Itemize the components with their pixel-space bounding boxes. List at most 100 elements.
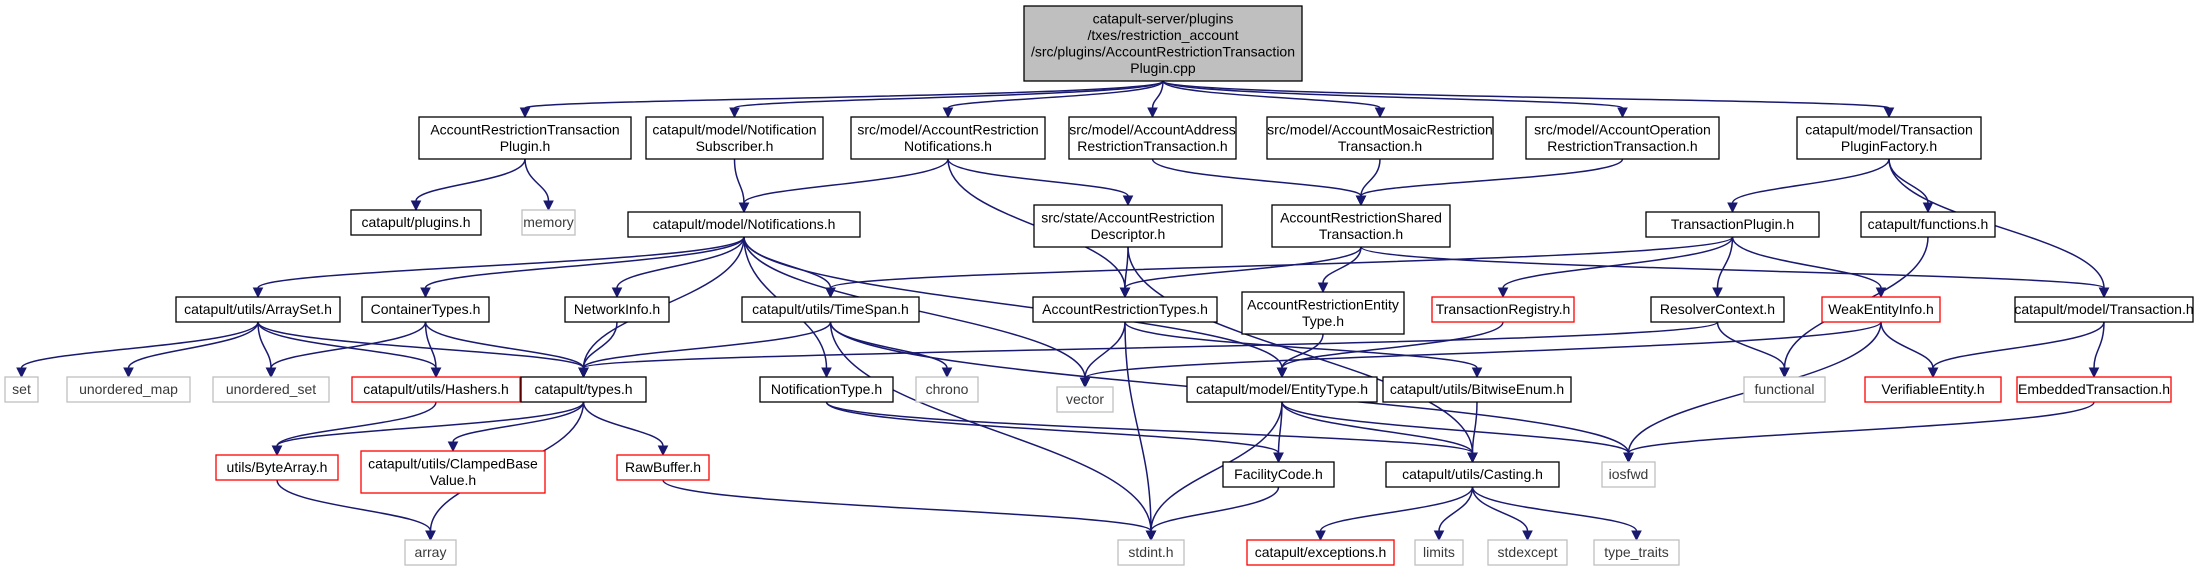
node-arn_h[interactable]: src/model/AccountRestrictionNotification… (850, 116, 1046, 160)
node-rawbuf_h[interactable]: RawBuffer.h (616, 454, 710, 481)
edge-ntype_h-to-casting_h (825, 401, 1474, 454)
node-label-exceptions_h-line-0: catapult/exceptions.h (1255, 544, 1387, 560)
node-array: array (404, 539, 457, 566)
arrowhead-root-to-artp_h (519, 107, 531, 119)
node-weak_h[interactable]: WeakEntityInfo.h (1821, 296, 1941, 323)
edge-types_h-to-rawbuf_h (582, 401, 664, 447)
edge-resolver_h-to-types_h (582, 321, 1719, 369)
node-arrayset_h[interactable]: catapult/utils/ArraySet.h (175, 296, 341, 323)
node-box-memory (521, 209, 576, 236)
node-box-arst_h (1271, 204, 1451, 248)
node-aort_h[interactable]: src/model/AccountOperationRestrictionTra… (1525, 116, 1720, 160)
edge-rawbuf_h-to-stdint (662, 479, 1152, 532)
node-types_h[interactable]: catapult/types.h (520, 376, 647, 403)
node-aart_h[interactable]: src/model/AccountAddressRestrictionTrans… (1068, 116, 1237, 160)
node-stdexcept: stdexcept (1487, 539, 1568, 566)
node-label-types_h-line-0: catapult/types.h (534, 381, 632, 397)
arrowhead-notif_h-to-ntype_h (821, 367, 832, 379)
edge-amrt_h-to-arst_h (1360, 158, 1381, 197)
node-limits: limits (1414, 539, 1464, 566)
node-tplugin_h[interactable]: TransactionPlugin.h (1645, 211, 1820, 238)
arrowhead-etype_h-to-facility_h (1273, 452, 1284, 464)
node-umap: unordered_map (66, 376, 191, 403)
edge-timespan_h-to-types_h (582, 321, 832, 369)
node-box-ns_h (645, 116, 824, 160)
edge-tplugin_h-to-timespan_h (829, 236, 1734, 289)
node-netinfo_h[interactable]: NetworkInfo.h (564, 296, 670, 323)
node-bytearray_h[interactable]: utils/ByteArray.h (215, 454, 339, 481)
node-root[interactable]: catapult-server/plugins/txes/restriction… (1023, 5, 1303, 82)
node-plugins_h[interactable]: catapult/plugins.h (350, 209, 482, 236)
node-facility_h[interactable]: FacilityCode.h (1222, 461, 1335, 488)
edge-arst_h-to-art_h (1124, 246, 1362, 289)
node-box-typetraits (1593, 539, 1680, 566)
node-trans_h[interactable]: catapult/model/Transaction.h (2014, 296, 2194, 323)
node-resolver_h[interactable]: ResolverContext.h (1650, 296, 1785, 323)
node-label-treg_h-line-0: TransactionRegistry.h (1436, 301, 1571, 317)
node-box-casting_h (1385, 461, 1560, 488)
arrowhead-bitwise_h-to-casting_h (1467, 452, 1478, 464)
node-exceptions_h[interactable]: catapult/exceptions.h (1246, 539, 1395, 566)
node-box-hashers_h (351, 376, 521, 403)
node-box-artp_h (418, 116, 632, 160)
node-label-root-line-3: Plugin.cpp (1130, 60, 1196, 76)
node-label-timespan_h-line-0: catapult/utils/TimeSpan.h (752, 301, 909, 317)
edge-arn_h-to-notif_h (743, 158, 949, 204)
node-art_h[interactable]: AccountRestrictionTypes.h (1032, 296, 1218, 323)
node-label-aret_h-line-1: Type.h (1302, 313, 1344, 329)
edge-root-to-aart_h (1151, 80, 1164, 109)
edge-notif_h-to-timespan_h (743, 236, 832, 289)
node-treg_h[interactable]: TransactionRegistry.h (1431, 296, 1575, 323)
node-container_h[interactable]: ContainerTypes.h (361, 296, 490, 323)
node-box-stdint (1117, 539, 1185, 566)
node-embedded_h[interactable]: EmbeddedTransaction.h (2016, 376, 2172, 403)
arrowhead-notif_h-to-container_h (420, 287, 431, 299)
node-tpf_h[interactable]: catapult/model/TransactionPluginFactory.… (1796, 116, 1982, 160)
node-functions_h[interactable]: catapult/functions.h (1860, 211, 1996, 238)
node-amrt_h[interactable]: src/model/AccountMosaicRestrictionTransa… (1266, 116, 1494, 160)
node-casting_h[interactable]: catapult/utils/Casting.h (1385, 461, 1560, 488)
node-hashers_h[interactable]: catapult/utils/Hashers.h (351, 376, 521, 403)
node-verif_h[interactable]: VerifiableEntity.h (1864, 376, 2002, 403)
edge-tplugin_h-to-resolver_h (1716, 236, 1734, 289)
edge-trans_h-to-verif_h (1932, 321, 2105, 369)
node-label-netinfo_h-line-0: NetworkInfo.h (574, 301, 660, 317)
node-label-rawbuf_h-line-0: RawBuffer.h (625, 459, 701, 475)
node-label-clamped_h-line-1: Value.h (430, 472, 476, 488)
node-label-ntype_h-line-0: NotificationType.h (771, 381, 882, 397)
arrowhead-tplugin_h-to-treg_h (1497, 287, 1509, 299)
node-box-vector (1056, 386, 1114, 413)
node-stdint: stdint.h (1117, 539, 1185, 566)
edge-tplugin_h-to-treg_h (1502, 236, 1734, 289)
node-label-facility_h-line-0: FacilityCode.h (1234, 466, 1323, 482)
arrowhead-bytearray_h-to-array (425, 530, 436, 542)
edge-tpf_h-to-tplugin_h (1731, 158, 1890, 204)
arrowhead-casting_h-to-limits (1433, 530, 1445, 542)
edge-ard_h-to-art_h (1124, 246, 1129, 289)
node-notif_h[interactable]: catapult/model/Notifications.h (627, 211, 861, 238)
node-label-set-line-0: set (12, 381, 31, 397)
node-box-facility_h (1222, 461, 1335, 488)
edge-aret_h-to-etype_h (1281, 333, 1324, 369)
edge-root-to-tpf_h (1162, 80, 1890, 109)
node-box-treg_h (1431, 296, 1575, 323)
arrowhead-container_h-to-uset (265, 367, 277, 379)
node-label-arrayset_h-line-0: catapult/utils/ArraySet.h (184, 301, 332, 317)
node-etype_h[interactable]: catapult/model/EntityType.h (1186, 376, 1378, 403)
edge-arrayset_h-to-hashers_h (257, 321, 437, 369)
node-ntype_h[interactable]: NotificationType.h (759, 376, 894, 403)
arrowhead-resolver_h-to-functional (1779, 367, 1790, 379)
node-chrono: chrono (915, 376, 979, 403)
node-bitwise_h[interactable]: catapult/utils/BitwiseEnum.h (1382, 376, 1572, 403)
node-timespan_h[interactable]: catapult/utils/TimeSpan.h (741, 296, 920, 323)
edge-weak_h-to-vector (1084, 321, 1882, 379)
node-label-artp_h-line-1: Plugin.h (500, 138, 551, 154)
edge-ard_h-to-casting_h (1127, 246, 1474, 454)
